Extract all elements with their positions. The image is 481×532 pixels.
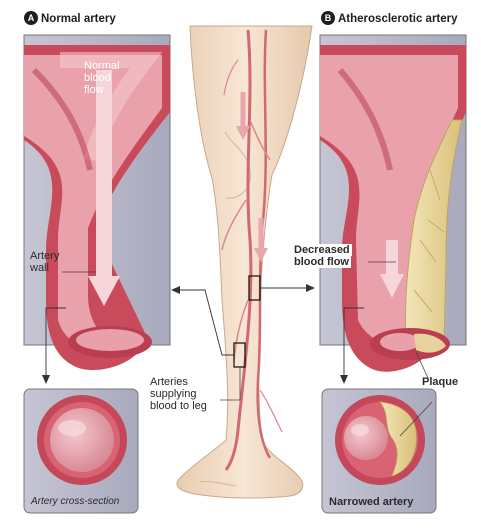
panel-a-title: Normal artery (41, 13, 116, 25)
plaque-label: Plaque (422, 376, 458, 388)
panel-b-atherosclerotic-artery (320, 35, 466, 384)
cross-section-label: Artery cross-section (31, 496, 119, 508)
panel-a-letter: A (24, 11, 38, 25)
cross-section-normal (24, 389, 138, 513)
artery-wall-label-2: wall (30, 262, 49, 274)
arteries-label-2: supplying (150, 388, 196, 400)
arteries-label-1: Arteries (150, 376, 188, 388)
panel-b-title: Atherosclerotic artery (338, 13, 458, 25)
panel-b-letter: B (321, 11, 335, 25)
normal-flow-label-1: Normal (84, 60, 119, 72)
normal-flow-label-2: blood (84, 72, 111, 84)
arteries-label-3: blood to leg (150, 400, 207, 412)
narrowed-artery-label: Narrowed artery (329, 496, 413, 508)
cross-section-narrowed (322, 389, 436, 513)
decreased-flow-label-1: Decreased (292, 244, 352, 256)
artery-wall-label-1: Artery (30, 250, 59, 262)
decreased-flow-label-2: blood flow (292, 256, 351, 268)
normal-flow-label-3: flow (84, 84, 104, 96)
